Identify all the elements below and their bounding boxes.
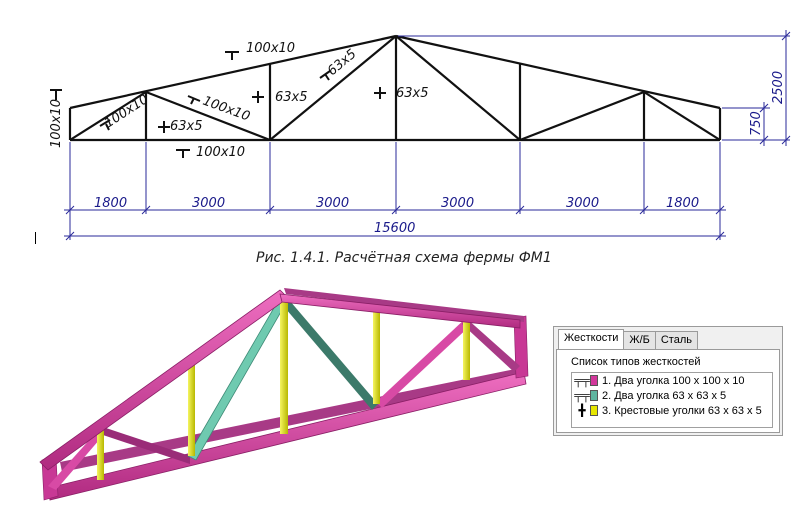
- label-end-post: 100x10: [49, 99, 64, 148]
- dim-span-6: 1800: [666, 196, 699, 211]
- dim-span-1: 1800: [94, 196, 127, 211]
- double-angle-icon: [50, 89, 62, 100]
- dim-span-2: 3000: [192, 196, 225, 211]
- double-angle-icon: [99, 119, 111, 131]
- tab-steel[interactable]: Сталь: [654, 331, 698, 349]
- label-diag-1: 100x10: [102, 92, 151, 131]
- dimension-lines: [64, 30, 791, 241]
- post-3d-4: [373, 304, 380, 404]
- top-chord-left: [69, 34, 397, 110]
- dim-total: 15600: [374, 221, 415, 236]
- cross-angle-icon: [252, 91, 264, 103]
- diag-d: [395, 35, 521, 141]
- tab-reinforced-concrete[interactable]: Ж/Б: [623, 331, 656, 349]
- top-chord-right: [395, 34, 721, 110]
- dim-height-end: 750: [749, 111, 764, 136]
- cross-angle-icon: [374, 87, 386, 99]
- section-symbols: [50, 51, 386, 158]
- truss-3d-model: [39, 288, 529, 501]
- list-item-label: 3. Крестовые уголки 63 x 63 x 5: [602, 404, 762, 417]
- list-item-label: 2. Два уголка 63 x 63 x 5: [602, 389, 727, 402]
- list-item[interactable]: ╋ 3. Крестовые уголки 63 x 63 x 5: [572, 403, 772, 418]
- label-post-3: 63x5: [396, 86, 429, 101]
- stiffness-panel: Жесткости Ж/Б Сталь Список типов жесткос…: [553, 326, 783, 436]
- bottom-chord-back: [60, 368, 522, 472]
- diag-b: [145, 90, 271, 142]
- diag-a: [69, 91, 147, 141]
- truss-scheme: 100x10 100x10 100x10 100x10 100x10 63x5 …: [49, 30, 791, 266]
- list-item[interactable]: ╤╤ 1. Два уголка 100 x 100 x 10: [572, 373, 772, 388]
- label-post-1: 63x5: [170, 119, 203, 134]
- diag-c: [269, 35, 397, 141]
- diag-3d-f: [462, 318, 520, 372]
- diag-e: [519, 90, 645, 142]
- dim-height-total: 2500: [771, 71, 786, 104]
- panel-tabs: Жесткости Ж/Б Сталь: [558, 329, 698, 350]
- diag-3d-a: [48, 428, 106, 490]
- figure-caption: Рис. 1.4.1. Расчётная схема фермы ФМ1: [256, 250, 552, 266]
- tab-body: Список типов жесткостей ╤╤ 1. Два уголка…: [556, 349, 780, 433]
- label-bottom-chord: 100x10: [196, 145, 245, 160]
- double-angle-icon: [187, 95, 201, 105]
- color-swatch: [590, 375, 598, 386]
- dim-span-5: 3000: [566, 196, 599, 211]
- double-angle-icon: [319, 70, 331, 81]
- diag-3d-b: [100, 426, 190, 464]
- double-angle-icon: ╤╤: [574, 374, 590, 387]
- tab-stiffness[interactable]: Жесткости: [558, 329, 625, 349]
- text-cursor: [35, 232, 36, 244]
- color-swatch: [590, 390, 598, 401]
- cross-angle-icon: ╋: [578, 405, 586, 417]
- double-angle-icon: [225, 51, 239, 60]
- label-top-chord: 100x10: [246, 41, 295, 56]
- label-post-2: 63x5: [275, 90, 308, 105]
- dim-span-4: 3000: [441, 196, 474, 211]
- cross-angle-icon: [158, 121, 170, 133]
- list-title: Список типов жесткостей: [571, 356, 701, 368]
- diag-3d-d: [280, 294, 378, 410]
- post-3d-3: [280, 296, 288, 434]
- top-chord-right-3d: [279, 293, 521, 329]
- truss-members: [68, 34, 722, 142]
- double-angle-icon: [176, 149, 190, 158]
- list-item[interactable]: ╤╤ 2. Два уголка 63 x 63 x 5: [572, 388, 772, 403]
- diag-3d-e: [376, 318, 472, 408]
- color-swatch: [590, 405, 598, 416]
- post-3d-2: [188, 360, 195, 456]
- dim-span-3: 3000: [316, 196, 349, 211]
- top-chord-right-back: [284, 288, 524, 322]
- list-item-label: 1. Два уголка 100 x 100 x 10: [602, 374, 745, 387]
- post-3d-1: [97, 428, 104, 480]
- label-diag-2: 100x10: [201, 94, 252, 125]
- post-3d-5: [463, 318, 470, 380]
- stiffness-list[interactable]: ╤╤ 1. Два уголка 100 x 100 x 10 ╤╤ 2. Дв…: [571, 372, 773, 428]
- double-angle-icon: ╤╤: [574, 389, 590, 402]
- diag-f: [643, 91, 721, 141]
